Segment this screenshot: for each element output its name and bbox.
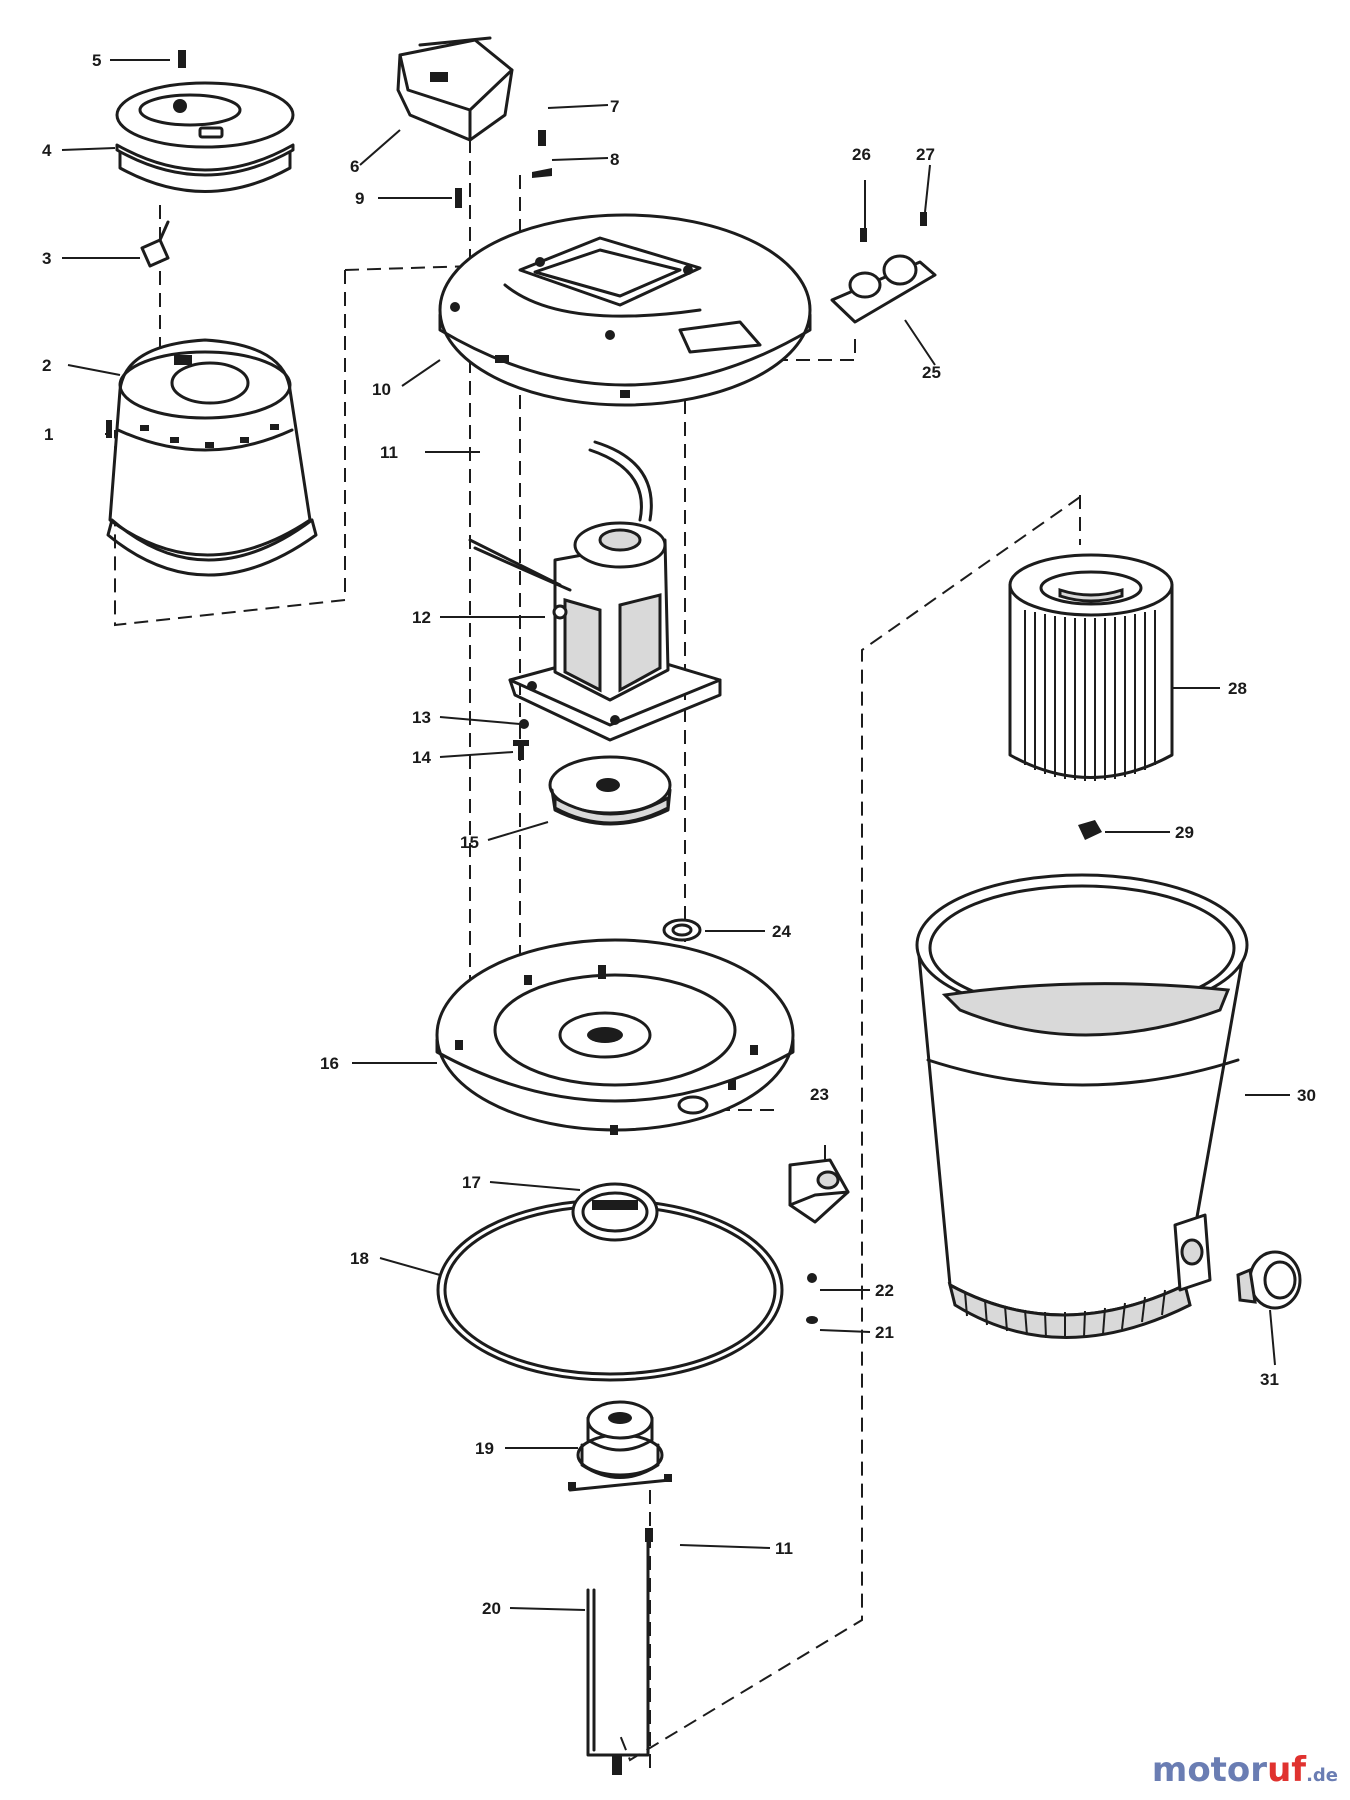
label-part-15: 15 bbox=[460, 833, 479, 852]
part-6-handle bbox=[396, 36, 514, 142]
label-part-29: 29 bbox=[1175, 823, 1194, 842]
label-part-19: 19 bbox=[475, 1439, 494, 1458]
part-30-tank bbox=[915, 873, 1249, 1339]
label-part-6: 6 bbox=[350, 157, 359, 176]
part-19-float-valve bbox=[568, 1400, 672, 1542]
label-part-25: 25 bbox=[922, 363, 941, 382]
label-part-30: 30 bbox=[1297, 1086, 1316, 1105]
part-labels: 1 2 3 4 5 6 7 8 9 10 11 12 13 14 15 16 1… bbox=[42, 51, 1316, 1618]
label-part-4: 4 bbox=[42, 141, 52, 160]
label-part-14: 14 bbox=[412, 748, 431, 767]
part-2-motor-cover bbox=[106, 338, 318, 577]
part-25-switch bbox=[830, 212, 937, 324]
part-31-hose-inlet bbox=[1236, 1250, 1302, 1310]
label-part-28: 28 bbox=[1228, 679, 1247, 698]
part-5-screw bbox=[178, 50, 186, 68]
part-16-filter-plate bbox=[435, 938, 795, 1135]
parts-21-22-small bbox=[806, 1273, 818, 1324]
label-part-11-top: 11 bbox=[380, 443, 398, 462]
leader-lines bbox=[61, 59, 1290, 1611]
label-part-24: 24 bbox=[772, 922, 791, 941]
label-part-1: 1 bbox=[44, 425, 53, 444]
part-10-top-plate bbox=[438, 213, 812, 407]
label-part-8: 8 bbox=[610, 150, 619, 169]
label-part-11-bottom: 11 bbox=[775, 1539, 793, 1558]
label-part-9: 9 bbox=[355, 189, 364, 208]
label-part-2: 2 bbox=[42, 356, 51, 375]
label-part-31: 31 bbox=[1260, 1370, 1279, 1389]
part-12-motor bbox=[468, 440, 722, 742]
label-part-13: 13 bbox=[412, 708, 431, 727]
part-29-nut bbox=[1078, 820, 1102, 840]
label-part-21: 21 bbox=[875, 1323, 894, 1342]
watermark-part-2: uf bbox=[1267, 1750, 1307, 1790]
part-28-filter-cartridge bbox=[1008, 553, 1174, 781]
label-part-10: 10 bbox=[372, 380, 391, 399]
label-part-27: 27 bbox=[916, 145, 935, 164]
label-part-17: 17 bbox=[462, 1173, 481, 1192]
part-24-washer bbox=[662, 918, 702, 942]
label-part-3: 3 bbox=[42, 249, 51, 268]
watermark-part-3: .de bbox=[1306, 1765, 1338, 1786]
label-part-5: 5 bbox=[92, 51, 101, 70]
parts-7-8-9-screws bbox=[455, 130, 552, 208]
label-part-18: 18 bbox=[350, 1249, 369, 1268]
part-15-fan bbox=[548, 755, 672, 826]
part-3-clip bbox=[140, 220, 170, 268]
watermark-part-1: motor bbox=[1151, 1750, 1268, 1790]
label-part-7: 7 bbox=[610, 97, 619, 116]
label-part-16: 16 bbox=[320, 1054, 339, 1073]
label-part-20: 20 bbox=[482, 1599, 501, 1618]
parts-13-14-screws bbox=[513, 719, 529, 760]
label-part-22: 22 bbox=[875, 1281, 894, 1300]
label-part-12: 12 bbox=[412, 608, 431, 627]
label-part-23: 23 bbox=[810, 1085, 829, 1104]
part-4-cap bbox=[115, 81, 295, 193]
part-23-latch bbox=[788, 1158, 850, 1224]
site-watermark: motoruf.de bbox=[1152, 1750, 1338, 1790]
label-part-26: 26 bbox=[852, 145, 871, 164]
part-20-rod bbox=[586, 1538, 650, 1775]
part-17-ring bbox=[571, 1182, 659, 1242]
